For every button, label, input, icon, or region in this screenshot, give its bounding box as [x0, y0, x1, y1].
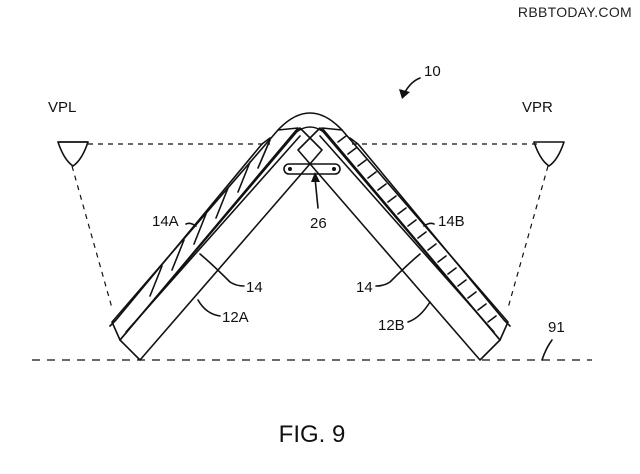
leader-display-left: [199, 253, 245, 287]
label-hinge: 26: [310, 215, 327, 232]
viewer-left-eye-icon: [57, 141, 89, 167]
bracket-right-tick: [423, 222, 435, 227]
label-housing-left: 12A: [222, 309, 249, 326]
device-arrow-icon: [399, 89, 410, 99]
leader-display-right: [375, 253, 421, 287]
bracket-left-line: [109, 137, 271, 327]
leader-housing-left: [197, 299, 221, 317]
label-housing-right: 12B: [378, 317, 405, 334]
label-display-left-ref: 14: [246, 279, 263, 296]
label-display-right: 14B: [438, 213, 465, 230]
sightline-right: [507, 165, 549, 309]
label-surface: 91: [548, 319, 565, 336]
hinge-arc-inner: [289, 126, 331, 139]
watermark-text: RBBTODAY.COM: [518, 4, 632, 20]
bracket-right-line: [349, 137, 511, 327]
display-right: [321, 127, 509, 341]
label-display-right-ref: 14: [356, 279, 373, 296]
label-viewer-left: VPL: [48, 99, 76, 116]
label-display-left: 14A: [152, 213, 179, 230]
leader-surface: [541, 339, 553, 361]
leader-housing-right: [407, 301, 431, 323]
figure-caption: FIG. 9: [279, 421, 346, 448]
viewer-right-eye-icon: [533, 141, 565, 167]
bracket-left-tick: [185, 222, 197, 227]
hinge-arc: [277, 112, 343, 131]
label-viewer-right: VPR: [522, 99, 553, 116]
label-device: 10: [424, 63, 441, 80]
housing-left: [119, 127, 323, 361]
hinge-bar: [283, 163, 341, 175]
hinge-pointer: [314, 177, 319, 209]
display-left: [111, 127, 299, 341]
sightline-left: [71, 165, 113, 309]
hinge-arrow-icon: [311, 172, 320, 182]
